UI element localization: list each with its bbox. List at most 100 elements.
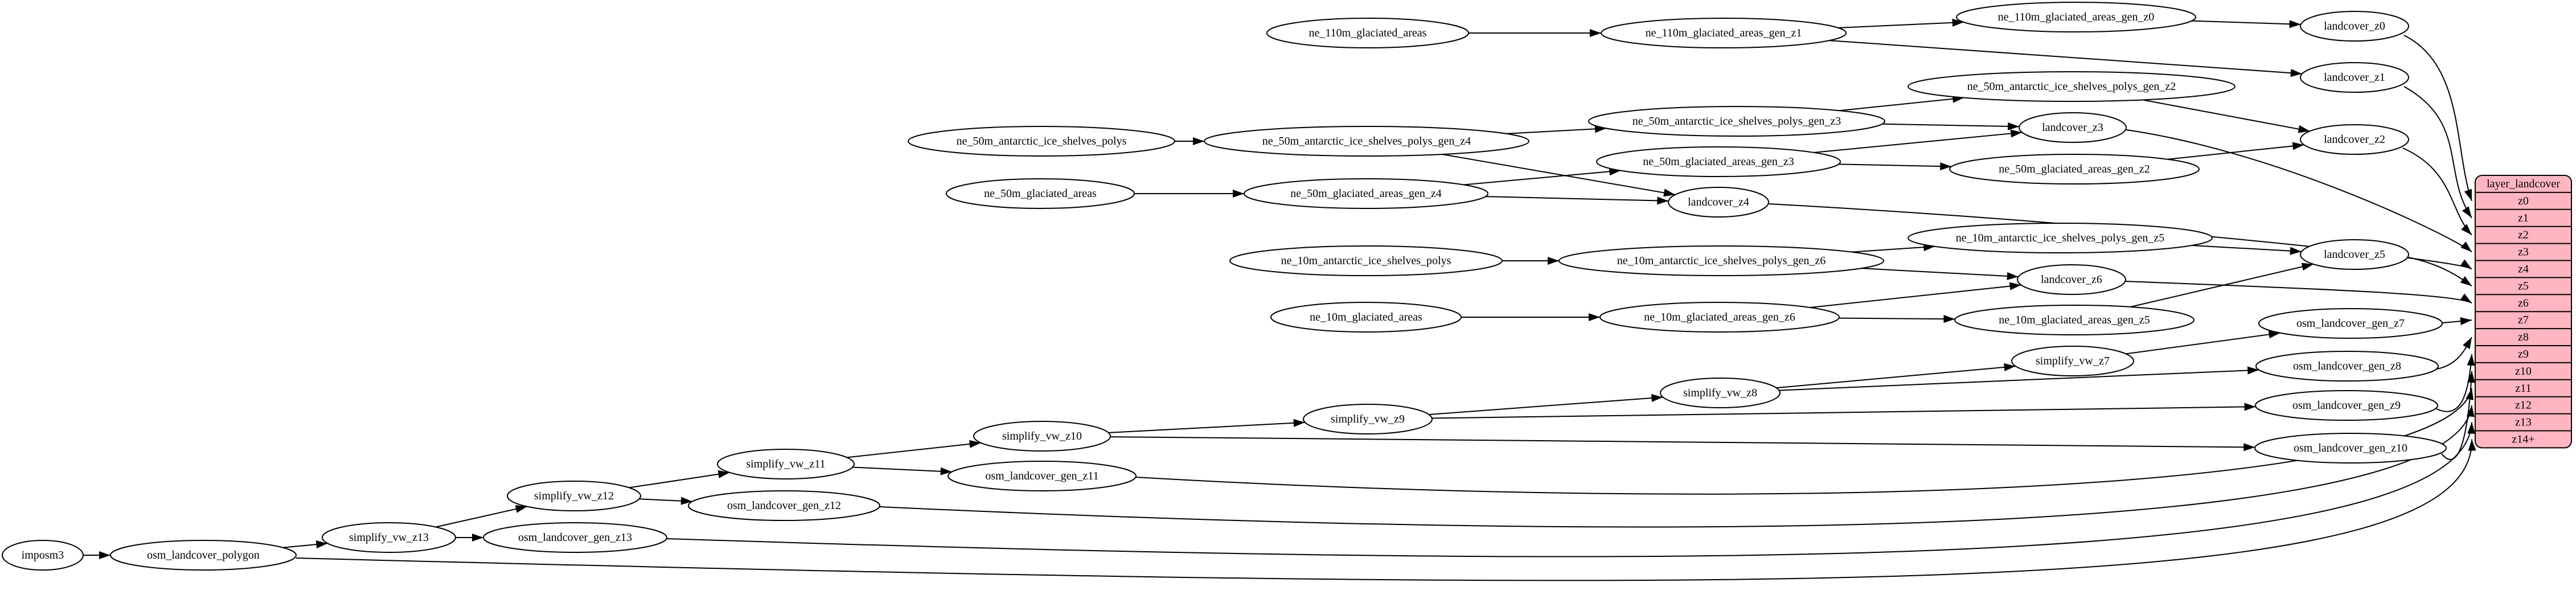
node-label: landcover_z3 bbox=[2042, 121, 2103, 134]
node-ne50s_gz2: ne_50m_antarctic_ice_shelves_polys_gen_z… bbox=[1908, 71, 2235, 102]
node-ellipse bbox=[1303, 404, 1433, 434]
node-ellipse bbox=[2258, 308, 2443, 339]
edge-ne50g_gz3-lc_z3 bbox=[1814, 129, 2023, 153]
edge-svw_z9-gen_z9 bbox=[1431, 403, 2256, 419]
edge-gen_z12-row-z12 bbox=[879, 405, 2475, 528]
node-label: landcover_z0 bbox=[2324, 20, 2385, 32]
node-label: osm_landcover_gen_z9 bbox=[2292, 399, 2401, 412]
node-label: landcover_z6 bbox=[2041, 273, 2102, 286]
node-svw_z9: simplify_vw_z9 bbox=[1303, 404, 1433, 434]
node-label: osm_landcover_gen_z13 bbox=[518, 531, 632, 544]
node-ellipse bbox=[1908, 223, 2213, 253]
edge-ne50s_gz4-ne50s_gz3 bbox=[1506, 125, 1607, 134]
node-ellipse bbox=[1908, 71, 2235, 102]
node-label: simplify_vw_z12 bbox=[534, 490, 614, 502]
node-ellipse bbox=[1660, 378, 1781, 408]
node-lc_z3: landcover_z3 bbox=[2019, 112, 2127, 143]
table-row-z2: z2 bbox=[2518, 229, 2529, 241]
node-svw_z12: simplify_vw_z12 bbox=[507, 481, 641, 511]
edge-gen_z13-row-z13 bbox=[666, 422, 2476, 557]
table-row-z1: z1 bbox=[2518, 212, 2529, 224]
node-svw_z7: simplify_vw_z7 bbox=[2011, 346, 2134, 376]
edge-gen_z9-row-z9 bbox=[2436, 354, 2475, 412]
table-row-z9: z9 bbox=[2518, 348, 2529, 360]
node-ellipse bbox=[1266, 18, 1469, 48]
node-label: ne_50m_antarctic_ice_shelves_polys_gen_z… bbox=[1967, 80, 2176, 93]
node-label: imposm3 bbox=[22, 549, 64, 561]
node-label: ne_50m_glaciated_areas_gen_z3 bbox=[1643, 155, 1794, 168]
node-label: ne_50m_glaciated_areas_gen_z4 bbox=[1290, 187, 1441, 200]
node-label: simplify_vw_z13 bbox=[349, 531, 429, 544]
node-ellipse bbox=[717, 449, 855, 479]
edge-svw_z12-gen_z12 bbox=[639, 497, 693, 505]
node-ellipse bbox=[1599, 302, 1840, 333]
node-ellipse bbox=[1558, 245, 1884, 276]
edge-svw_z7-gen_z7 bbox=[2126, 330, 2280, 355]
edge-svw_z11-gen_z11 bbox=[852, 466, 952, 475]
edge-ne10g_gz6-lc_z6 bbox=[1810, 282, 2021, 309]
node-lc_z6: landcover_z6 bbox=[2017, 264, 2126, 295]
node-ne10g_gz5: ne_10m_glaciated_areas_gen_z5 bbox=[1954, 305, 2194, 335]
node-label: ne_110m_glaciated_areas bbox=[1309, 27, 1427, 39]
node-polygon: osm_landcover_polygon bbox=[110, 540, 297, 571]
node-ellipse bbox=[110, 540, 297, 571]
edge-ne50s_gz3-lc_z3 bbox=[1882, 122, 2020, 130]
edge-ne110_gz0-lc_z0 bbox=[2191, 20, 2301, 28]
node-svw_z13: simplify_vw_z13 bbox=[322, 522, 456, 553]
node-label: ne_10m_glaciated_areas_gen_z6 bbox=[1644, 311, 1795, 323]
node-ellipse bbox=[1270, 302, 1462, 333]
node-ellipse bbox=[2255, 390, 2438, 421]
node-label: landcover_z1 bbox=[2324, 71, 2385, 84]
node-ellipse bbox=[1949, 154, 2200, 184]
edge-ne10g_gz6-ne10g_gz5 bbox=[1839, 315, 1955, 323]
node-ne10g_gz6: ne_10m_glaciated_areas_gen_z6 bbox=[1599, 302, 1840, 333]
node-ellipse bbox=[2, 540, 84, 571]
edge-polygon-row-z14+ bbox=[296, 439, 2476, 581]
table-row-z14+: z14+ bbox=[2512, 433, 2534, 445]
edge-lc_z0-row-z0 bbox=[2403, 35, 2472, 202]
node-lc_z0: landcover_z0 bbox=[2300, 11, 2409, 42]
node-ellipse bbox=[2017, 264, 2126, 295]
node-label: simplify_vw_z8 bbox=[1683, 387, 1757, 399]
node-ellipse bbox=[1956, 2, 2196, 32]
node-gen_z10: osm_landcover_gen_z10 bbox=[2254, 433, 2447, 464]
node-ellipse bbox=[2300, 62, 2409, 93]
node-ellipse bbox=[322, 522, 456, 553]
edge-ne50g_gz2-lc_z2 bbox=[2167, 142, 2304, 160]
node-label: simplify_vw_z10 bbox=[1002, 430, 1082, 442]
edge-svw_z11-svw_z10 bbox=[847, 440, 981, 458]
node-label: ne_50m_antarctic_ice_shelves_polys_gen_z… bbox=[1262, 135, 1471, 147]
edge-ne10s_gz5-lc_z5 bbox=[2192, 244, 2302, 255]
node-ellipse bbox=[973, 421, 1111, 452]
node-ne110_gz1: ne_110m_glaciated_areas_gen_z1 bbox=[1601, 18, 1847, 48]
node-ne110_gz0: ne_110m_glaciated_areas_gen_z0 bbox=[1956, 2, 2196, 32]
edge-svw_z10-gen_z10 bbox=[1110, 436, 2255, 452]
node-ellipse bbox=[1588, 106, 1885, 137]
table-row-z11: z11 bbox=[2515, 382, 2531, 395]
node-gen_z12: osm_landcover_gen_z12 bbox=[688, 490, 880, 521]
node-gen_z9: osm_landcover_gen_z9 bbox=[2255, 390, 2438, 421]
node-ne50g_gz2: ne_50m_glaciated_areas_gen_z2 bbox=[1949, 154, 2200, 184]
node-ne10s_gz5: ne_10m_antarctic_ice_shelves_polys_gen_z… bbox=[1908, 223, 2213, 253]
node-ellipse bbox=[688, 490, 880, 521]
edge-ne50g_gz3-ne50g_gz2 bbox=[1838, 162, 1952, 171]
table-title: layer_landcover bbox=[2487, 178, 2560, 190]
table-row-z10: z10 bbox=[2515, 365, 2532, 378]
node-imposm3: imposm3 bbox=[2, 540, 84, 571]
node-label: landcover_z2 bbox=[2324, 133, 2385, 146]
node-ellipse bbox=[947, 461, 1137, 491]
table-row-z0: z0 bbox=[2518, 195, 2529, 207]
node-ellipse bbox=[1954, 305, 2194, 335]
node-label: osm_landcover_gen_z7 bbox=[2296, 317, 2405, 330]
edge-polygon-svw_z13 bbox=[282, 540, 328, 549]
edge-ne110_gz1-ne110_gz0 bbox=[1838, 18, 1964, 28]
edge-svw_z10-svw_z9 bbox=[1108, 419, 1305, 433]
edge-gen_z8-row-z8 bbox=[2436, 337, 2472, 370]
node-label: ne_10m_antarctic_ice_shelves_polys_gen_z… bbox=[1956, 232, 2165, 244]
node-svw_z10: simplify_vw_z10 bbox=[973, 421, 1111, 452]
edge-ne10s_gz6-lc_z6 bbox=[1861, 268, 2019, 280]
node-lc_z4: landcover_z4 bbox=[1668, 187, 1769, 218]
node-label: ne_50m_glaciated_areas_gen_z2 bbox=[1999, 163, 2150, 175]
